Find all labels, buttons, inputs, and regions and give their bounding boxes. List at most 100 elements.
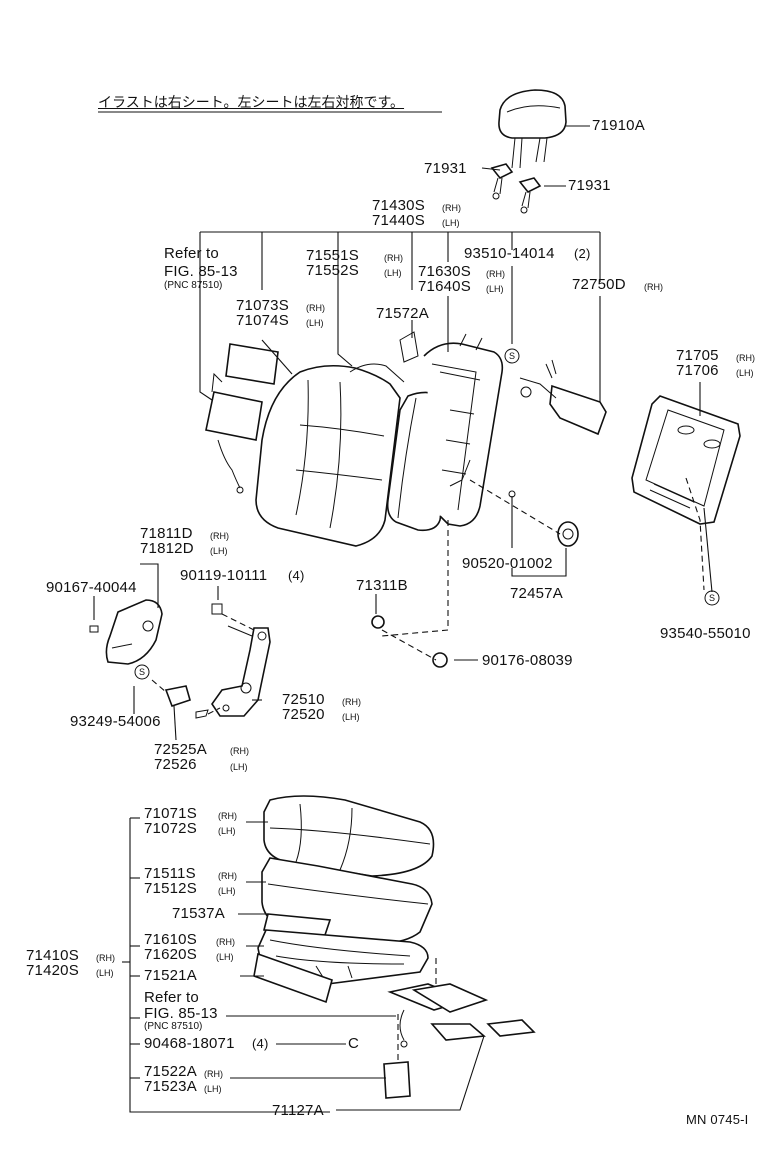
label-90119: 90119-10111 bbox=[180, 567, 268, 584]
headrest-drawing bbox=[498, 89, 567, 169]
label-71522a: 71522A bbox=[144, 1063, 197, 1080]
label-71572a: 71572A bbox=[376, 305, 429, 322]
label-90520: 90520-01002 bbox=[462, 555, 553, 572]
refer-lower-line2: FIG. 85-13 bbox=[144, 1005, 218, 1022]
label-71910a: 71910A bbox=[592, 117, 645, 134]
label-72525a: 72525A bbox=[154, 741, 207, 758]
qty-90119: (4) bbox=[288, 568, 305, 583]
side-rh-71410s: (RH) bbox=[96, 953, 115, 963]
qty-93510: (2) bbox=[574, 246, 591, 261]
side-rh-71610s: (RH) bbox=[216, 937, 235, 947]
refer-upper-line2: FIG. 85-13 bbox=[164, 263, 238, 280]
label-71931-left: 71931 bbox=[424, 160, 467, 177]
seatback-frame-drawing bbox=[399, 331, 504, 527]
side-lh-71706: (LH) bbox=[736, 368, 754, 378]
s-marks bbox=[134, 348, 720, 680]
recliner-drawing bbox=[211, 625, 271, 717]
label-71812d: 71812D bbox=[140, 540, 194, 557]
side-lh-71552s: (LH) bbox=[384, 268, 402, 278]
side-lh-71072s: (LH) bbox=[218, 826, 236, 836]
refer-upper-line1: Refer to bbox=[164, 245, 219, 262]
label-71073s: 71073S bbox=[236, 297, 289, 314]
s-mark-2: S bbox=[709, 593, 716, 603]
label-93510: 93510-14014 bbox=[464, 245, 555, 262]
label-71931-right: 71931 bbox=[568, 177, 611, 194]
side-rh-71811d: (RH) bbox=[210, 531, 229, 541]
seatback-board-drawing bbox=[631, 395, 741, 525]
label-71512s: 71512S bbox=[144, 880, 197, 897]
recliner-handle-drawing bbox=[164, 685, 191, 708]
side-rh-71071s: (RH) bbox=[218, 811, 237, 821]
side-rh-72525a: (RH) bbox=[230, 746, 249, 756]
mark-90468-c: C bbox=[348, 1035, 360, 1052]
label-71071s: 71071S bbox=[144, 805, 197, 822]
qty-90468: (4) bbox=[252, 1036, 269, 1051]
label-71706: 71706 bbox=[676, 362, 719, 379]
label-71551s: 71551S bbox=[306, 247, 359, 264]
side-rh-71630s: (RH) bbox=[486, 269, 505, 279]
label-71640s: 71640S bbox=[418, 278, 471, 295]
label-72520: 72520 bbox=[282, 706, 325, 723]
label-72510: 72510 bbox=[282, 691, 325, 708]
label-71127a: 71127A bbox=[272, 1102, 324, 1119]
seatback-heater-drawing bbox=[205, 343, 279, 494]
label-90176: 90176-08039 bbox=[482, 652, 573, 669]
side-rh-71073s: (RH) bbox=[306, 303, 325, 313]
side-rh-72510: (RH) bbox=[342, 697, 361, 707]
label-93249: 93249-54006 bbox=[70, 713, 161, 730]
refer-lower-line1: Refer to bbox=[144, 989, 199, 1006]
label-93540: 93540-55010 bbox=[660, 625, 751, 642]
label-71811d: 71811D bbox=[140, 525, 193, 542]
refer-upper-pnc: (PNC 87510) bbox=[164, 280, 223, 291]
side-rh-71430s: (RH) bbox=[442, 203, 461, 213]
label-71705: 71705 bbox=[676, 347, 719, 364]
recliner-cover-drawing bbox=[105, 599, 163, 665]
label-71620s: 71620S bbox=[144, 946, 197, 963]
label-71420s: 71420S bbox=[26, 962, 79, 979]
side-lh-72520: (LH) bbox=[342, 712, 360, 722]
side-lh-71523a: (LH) bbox=[204, 1084, 222, 1094]
side-lh-71640s: (LH) bbox=[486, 284, 504, 294]
cushion-heater-drawing bbox=[387, 983, 536, 1048]
cushion-cover-drawing bbox=[263, 795, 435, 877]
label-71537a: 71537A bbox=[172, 905, 225, 922]
label-72750d: 72750D bbox=[572, 276, 626, 293]
bracket-72750d-drawing bbox=[519, 359, 607, 436]
label-71523a: 71523A bbox=[144, 1078, 197, 1095]
label-71552s: 71552S bbox=[306, 262, 359, 279]
cushion-board-drawing bbox=[253, 952, 333, 1004]
illustration-note: イラストは右シート。左シートは左右対称です。 bbox=[98, 94, 405, 110]
side-rh-71511s: (RH) bbox=[218, 871, 237, 881]
label-90468: 90468-18071 bbox=[144, 1035, 235, 1052]
label-71440s: 71440S bbox=[372, 212, 425, 229]
fastener-drawings bbox=[89, 490, 579, 719]
leader-lines bbox=[93, 111, 713, 1113]
label-71430s: 71430S bbox=[372, 197, 425, 214]
s-mark-3: S bbox=[139, 667, 146, 677]
label-72457a: 72457A bbox=[510, 585, 563, 602]
label-71311b: 71311B bbox=[356, 577, 408, 594]
label-71511s: 71511S bbox=[144, 865, 196, 882]
cushion-shield-drawing bbox=[383, 1061, 411, 1099]
headrest-support-drawings bbox=[490, 163, 542, 214]
side-lh-71420s: (LH) bbox=[96, 968, 114, 978]
label-71410s: 71410S bbox=[26, 947, 79, 964]
seatback-cover-drawing bbox=[255, 363, 405, 547]
side-rh-72750d: (RH) bbox=[644, 282, 663, 292]
side-lh-71440s: (LH) bbox=[442, 218, 460, 228]
label-72526: 72526 bbox=[154, 756, 197, 773]
label-71521a: 71521A bbox=[144, 967, 197, 984]
refer-lower-pnc: (PNC 87510) bbox=[144, 1021, 203, 1032]
label-71074s: 71074S bbox=[236, 312, 289, 329]
label-71072s: 71072S bbox=[144, 820, 197, 837]
side-lh-71074s: (LH) bbox=[306, 318, 324, 328]
label-71610s: 71610S bbox=[144, 931, 197, 948]
s-mark-1: S bbox=[509, 351, 516, 361]
side-rh-71705: (RH) bbox=[736, 353, 755, 363]
footer-code: MN 0745-I bbox=[686, 1112, 749, 1127]
side-lh-71812d: (LH) bbox=[210, 546, 228, 556]
label-71630s: 71630S bbox=[418, 263, 471, 280]
side-lh-71512s: (LH) bbox=[218, 886, 236, 896]
side-lh-72526: (LH) bbox=[230, 762, 248, 772]
